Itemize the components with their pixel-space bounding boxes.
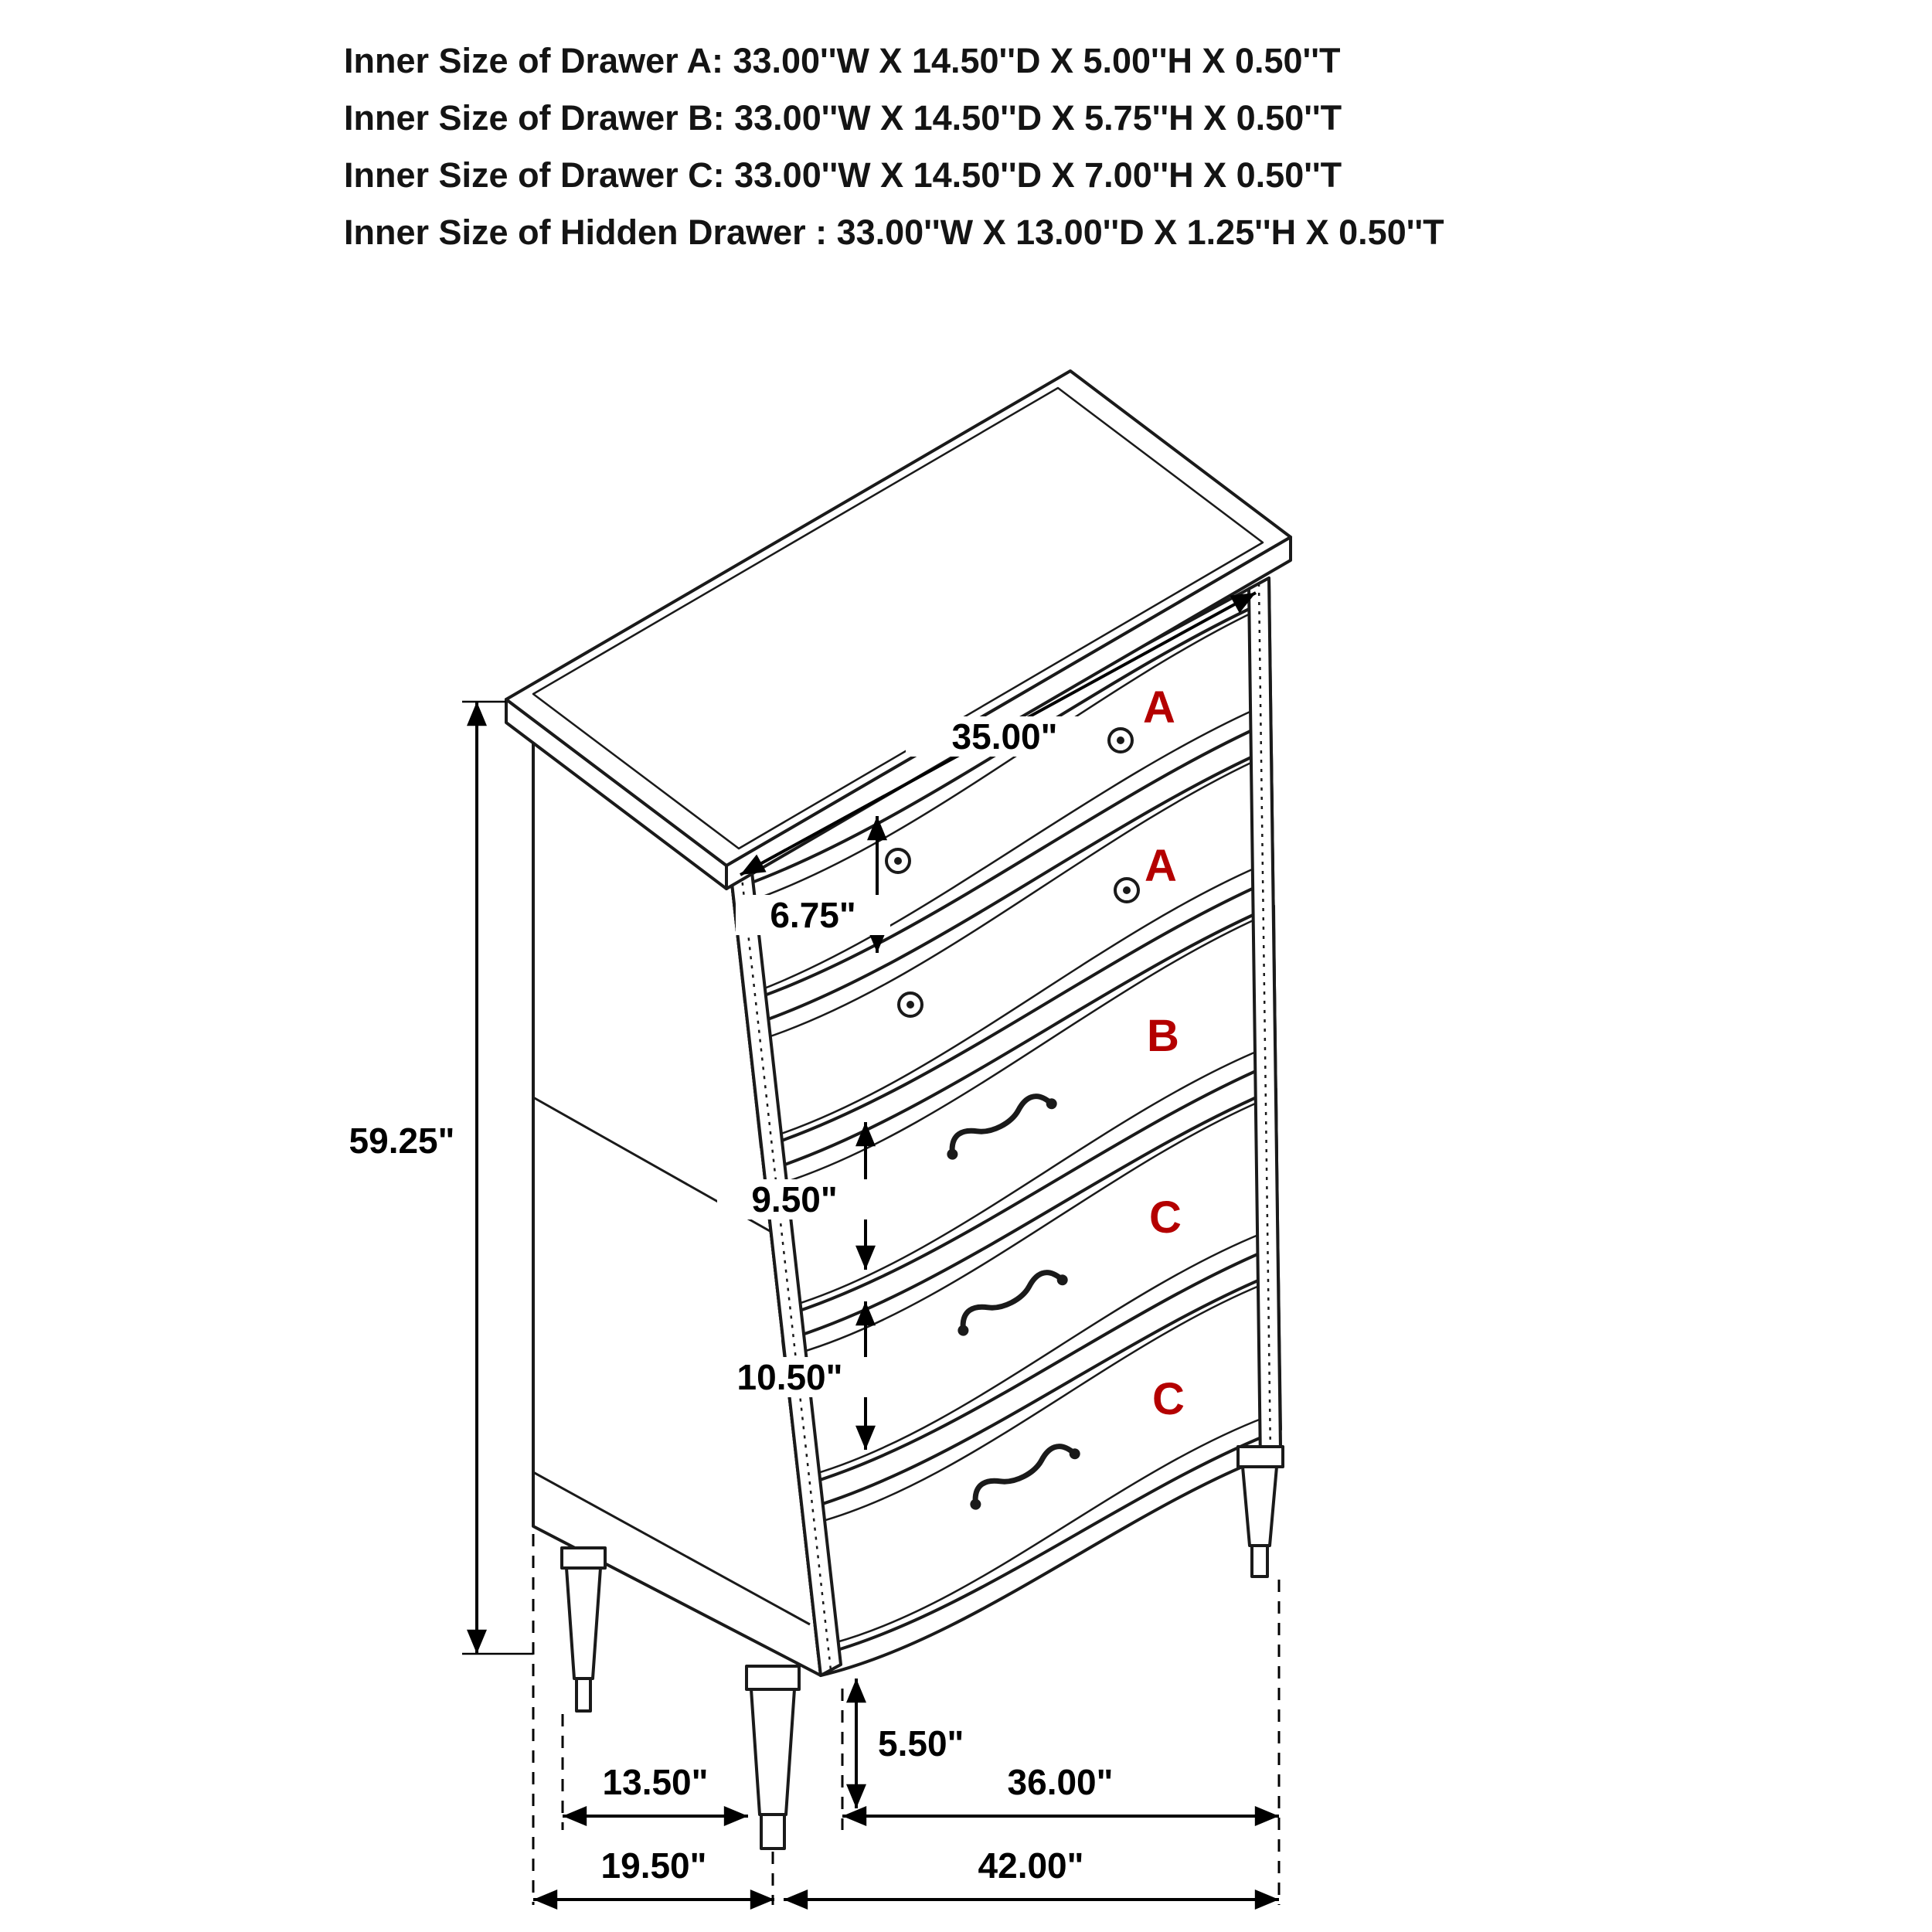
drawer-b-label: B	[1147, 1011, 1179, 1061]
label-halo	[697, 1357, 883, 1397]
knob-icon	[897, 992, 923, 1018]
inner-size-spec-block: Inner Size of Drawer A: 33.00''W X 14.50…	[344, 32, 1444, 261]
right-leg-foot	[1250, 1544, 1269, 1578]
dimension-drawer-b-height: 9.50"	[717, 1121, 876, 1270]
drawer-c2-label: C	[1152, 1374, 1185, 1424]
front-leg-spacing-label: 36.00"	[1008, 1762, 1114, 1802]
dimension-side-leg-spacing: 13.50"	[563, 1762, 748, 1826]
left-leg-foot	[575, 1677, 592, 1713]
right-pilaster-fluting	[1257, 583, 1272, 1458]
dimension-leg-height: 5.50"	[846, 1679, 1032, 1808]
label-halo	[736, 895, 890, 935]
label-halo	[717, 1179, 876, 1219]
overall-height-label: 59.25"	[349, 1121, 455, 1161]
front-corner-leg-cap	[745, 1665, 801, 1691]
side-base-molding	[532, 1471, 811, 1626]
dimension-drawer-c-height: 10.50"	[697, 1301, 883, 1451]
spec-line-drawer-a: Inner Size of Drawer A: 33.00''W X 14.50…	[344, 41, 1341, 80]
front-corner-leg-taper	[750, 1688, 796, 1816]
dimension-drawer-front-width: 35.00"	[740, 591, 1257, 876]
right-leg-taper	[1241, 1465, 1278, 1547]
tabletop-molding-line	[532, 386, 1264, 850]
label-halo	[906, 716, 1104, 757]
knob-icon	[1107, 727, 1134, 753]
drawer-b-height-label: 9.50"	[751, 1179, 837, 1219]
dimension-overall-depth: 19.50"	[533, 1845, 774, 1910]
left-leg	[560, 1546, 607, 1713]
spec-line-drawer-c: Inner Size of Drawer C: 33.00''W X 14.50…	[344, 155, 1342, 195]
overall-depth-label: 19.50"	[601, 1845, 707, 1886]
dimension-overall-height: 59.25"	[349, 700, 533, 1655]
dimension-lines: 59.25" 35.00" 6.75" 9.50" 10.50"	[349, 591, 1280, 1910]
drawer-a1-label: A	[1143, 682, 1175, 733]
dimension-overall-width: 42.00"	[783, 1845, 1280, 1910]
right-leg-cap	[1236, 1445, 1284, 1468]
right-leg	[1236, 1445, 1284, 1578]
overall-width-label: 42.00"	[978, 1845, 1084, 1886]
spec-line-hidden-drawer: Inner Size of Hidden Drawer : 33.00''W X…	[344, 213, 1444, 252]
left-leg-cap	[560, 1546, 607, 1570]
drawer-c-height-label: 10.50"	[737, 1357, 843, 1397]
chest-drawing: A A B C C	[505, 369, 1292, 1850]
drawer-c1-label: C	[1149, 1192, 1182, 1243]
knob-icon	[1114, 877, 1140, 903]
leg-height-label: 5.50"	[878, 1723, 964, 1764]
front-corner-leg	[745, 1665, 801, 1850]
dimension-hidden-drawer-height: 6.75"	[736, 815, 890, 954]
drawer-a2-label: A	[1145, 841, 1177, 891]
drawer-front-width-label: 35.00"	[952, 716, 1058, 757]
knob-icon	[885, 848, 911, 874]
hidden-drawer-height-label: 6.75"	[770, 895, 855, 935]
front-corner-leg-foot	[760, 1813, 786, 1850]
left-leg-taper	[565, 1566, 602, 1680]
dimension-front-leg-spacing: 36.00"	[842, 1762, 1280, 1826]
label-halo	[870, 1720, 1032, 1764]
spec-line-drawer-b: Inner Size of Drawer B: 33.00''W X 14.50…	[344, 98, 1342, 138]
side-leg-spacing-label: 13.50"	[603, 1762, 709, 1802]
